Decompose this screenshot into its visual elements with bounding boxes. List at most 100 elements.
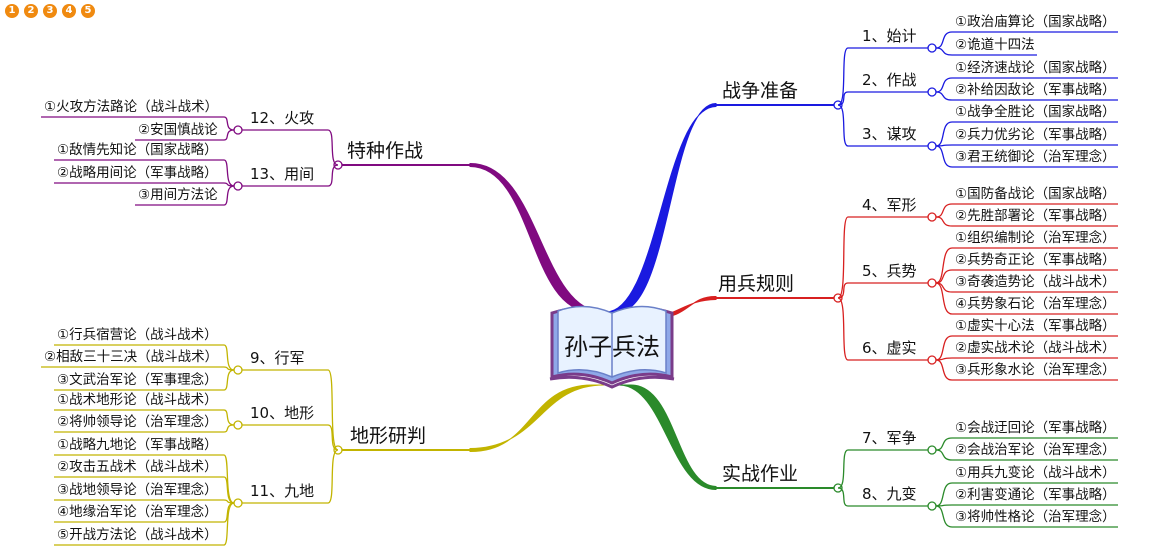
leaf-topic[interactable]: ①虚实十心法（军事战略） xyxy=(955,318,1116,334)
leaf-topic[interactable]: ③奇袭造势论（战斗战术） xyxy=(955,274,1116,290)
leaf-connector xyxy=(935,121,1118,147)
leaf-topic[interactable]: ①会战迂回论（军事战略） xyxy=(955,420,1116,436)
sub-topic-label[interactable]: 9、行军 xyxy=(250,349,305,367)
sub-collapse-toggle[interactable] xyxy=(233,420,243,430)
sub-connector xyxy=(242,369,339,451)
sub-collapse-toggle[interactable] xyxy=(927,141,937,151)
center-title: 孙子兵法 xyxy=(564,333,660,361)
leaf-topic[interactable]: ②兵势奇正论（军事战略） xyxy=(955,252,1116,268)
leaf-topic[interactable]: ③君王统御论（治军理念） xyxy=(955,149,1116,165)
leaf-connector xyxy=(54,409,235,426)
branch-connector xyxy=(469,384,605,453)
sub-collapse-toggle[interactable] xyxy=(233,498,243,508)
sub-topic-label[interactable]: 3、谋攻 xyxy=(862,125,917,143)
leaf-connector xyxy=(935,335,1118,361)
leaf-topic[interactable]: ①国防备战论（国家战略） xyxy=(955,186,1116,202)
leaf-topic[interactable]: ⑤开战方法论（战斗战术） xyxy=(57,527,218,543)
sub-topic-label[interactable]: 4、军形 xyxy=(862,196,917,214)
branch-label[interactable]: 实战作业 xyxy=(722,463,799,485)
sub-collapse-toggle[interactable] xyxy=(233,125,243,135)
sub-topic-label[interactable]: 7、军争 xyxy=(862,429,917,447)
leaf-topic[interactable]: ②会战治军论（治军理念） xyxy=(955,442,1116,458)
leaf-topic[interactable]: ①敌情先知论（国家战略） xyxy=(57,142,218,158)
leaf-connector xyxy=(935,482,1118,507)
leaf-topic[interactable]: ④地缘治军论（治军理念） xyxy=(57,504,218,520)
sub-topic-label[interactable]: 10、地形 xyxy=(250,404,315,422)
sub-collapse-toggle[interactable] xyxy=(233,365,243,375)
sub-collapse-toggle[interactable] xyxy=(233,181,243,191)
leaf-topic[interactable]: ②补给因敌论（军事战略） xyxy=(955,82,1116,98)
branch-label[interactable]: 用兵规则 xyxy=(718,273,795,295)
sub-topic-label[interactable]: 6、虚实 xyxy=(862,339,917,357)
center-node[interactable]: 孙子兵法 xyxy=(548,303,676,389)
sub-topic-label[interactable]: 5、兵势 xyxy=(862,262,917,280)
sub-collapse-toggle[interactable] xyxy=(927,43,937,53)
leaf-topic[interactable]: ①战争全胜论（国家战略） xyxy=(955,104,1116,120)
sub-connector xyxy=(242,164,339,187)
leaf-topic[interactable]: ③将帅性格论（治军理念） xyxy=(955,509,1116,525)
sub-collapse-toggle[interactable] xyxy=(927,278,937,288)
leaf-topic[interactable]: ②将帅领导论（治军理念） xyxy=(57,414,218,430)
branch-connector xyxy=(605,102,717,313)
leaf-connector xyxy=(54,476,235,504)
leaf-topic[interactable]: ②利害变通论（军事战略） xyxy=(955,487,1116,503)
leaf-topic[interactable]: ②相敌三十三决（战斗战术） xyxy=(44,349,219,365)
sub-topic-label[interactable]: 12、火攻 xyxy=(250,109,315,127)
leaf-topic[interactable]: ②虚实战术论（战斗战术） xyxy=(955,340,1116,356)
sub-connector xyxy=(837,297,928,361)
sub-collapse-toggle[interactable] xyxy=(927,212,937,222)
sub-topic-label[interactable]: 13、用间 xyxy=(250,165,315,183)
leaf-topic[interactable]: ②战略用间论（军事战略） xyxy=(57,165,218,181)
branch-connector xyxy=(618,384,717,491)
leaf-topic[interactable]: ②兵力优劣论（军事战略） xyxy=(955,127,1116,143)
branch-label[interactable]: 特种作战 xyxy=(347,140,424,162)
leaf-topic[interactable]: ③用间方法论 xyxy=(138,187,218,203)
sub-topic-label[interactable]: 2、作战 xyxy=(862,71,917,89)
leaf-topic[interactable]: ②攻击五战术（战斗战术） xyxy=(57,459,218,475)
leaf-connector xyxy=(54,502,235,546)
leaf-connector xyxy=(935,505,1118,528)
sub-connector xyxy=(837,487,928,507)
sub-topic-label[interactable]: 11、九地 xyxy=(250,482,315,500)
sub-connector xyxy=(837,282,928,299)
leaf-topic[interactable]: ①政治庙算论（国家战略） xyxy=(955,14,1116,30)
leaf-connector xyxy=(935,77,1118,93)
sub-connector xyxy=(242,449,339,504)
leaf-topic[interactable]: ①战略九地论（军事战略） xyxy=(57,437,218,453)
priority-badge: 3 xyxy=(43,4,57,18)
leaf-connector xyxy=(935,282,1118,315)
branch-connector xyxy=(469,162,605,313)
priority-badge: 4 xyxy=(62,4,76,18)
sub-connector xyxy=(837,47,928,106)
sub-topic-label[interactable]: 8、九变 xyxy=(862,485,917,503)
sub-collapse-toggle[interactable] xyxy=(927,445,937,455)
sub-collapse-toggle[interactable] xyxy=(927,355,937,365)
leaf-topic[interactable]: ①行兵宿营论（战斗战术） xyxy=(57,327,218,343)
leaf-topic[interactable]: ②安国慎战论 xyxy=(138,122,218,138)
leaf-connector xyxy=(935,359,1118,381)
sub-collapse-toggle[interactable] xyxy=(927,501,937,511)
branch-label[interactable]: 战争准备 xyxy=(722,80,799,102)
leaf-connector xyxy=(54,369,235,391)
sub-topic-label[interactable]: 1、始计 xyxy=(862,27,917,45)
sub-collapse-toggle[interactable] xyxy=(927,87,937,97)
leaf-topic[interactable]: ③战地领导论（治军理念） xyxy=(57,482,218,498)
leaf-topic[interactable]: ③文武治军论（军事理念） xyxy=(57,372,218,388)
leaf-topic[interactable]: ②诡道十四法 xyxy=(955,37,1035,53)
leaf-connector xyxy=(935,203,1118,218)
leaf-topic[interactable]: ④兵势象石论（治军理念） xyxy=(955,296,1116,312)
leaf-connector xyxy=(54,159,235,187)
leaf-connector xyxy=(935,269,1118,284)
leaf-connector xyxy=(935,145,1118,168)
leaf-connector xyxy=(135,129,235,141)
leaf-topic[interactable]: ②先胜部署论（军事战略） xyxy=(955,208,1116,224)
branch-label[interactable]: 地形研判 xyxy=(350,425,427,447)
leaf-topic[interactable]: ①火攻方法路论（战斗战术） xyxy=(44,99,219,115)
leaf-connector xyxy=(41,366,235,371)
leaf-topic[interactable]: ①用兵九变论（战斗战术） xyxy=(955,465,1116,481)
leaf-topic[interactable]: ①组织编制论（治军理念） xyxy=(955,230,1116,246)
leaf-topic[interactable]: ①战术地形论（战斗战术） xyxy=(57,392,218,408)
leaf-topic[interactable]: ③兵形象水论（治军理念） xyxy=(955,362,1116,378)
leaf-topic[interactable]: ①经济速战论（国家战略） xyxy=(955,60,1116,76)
